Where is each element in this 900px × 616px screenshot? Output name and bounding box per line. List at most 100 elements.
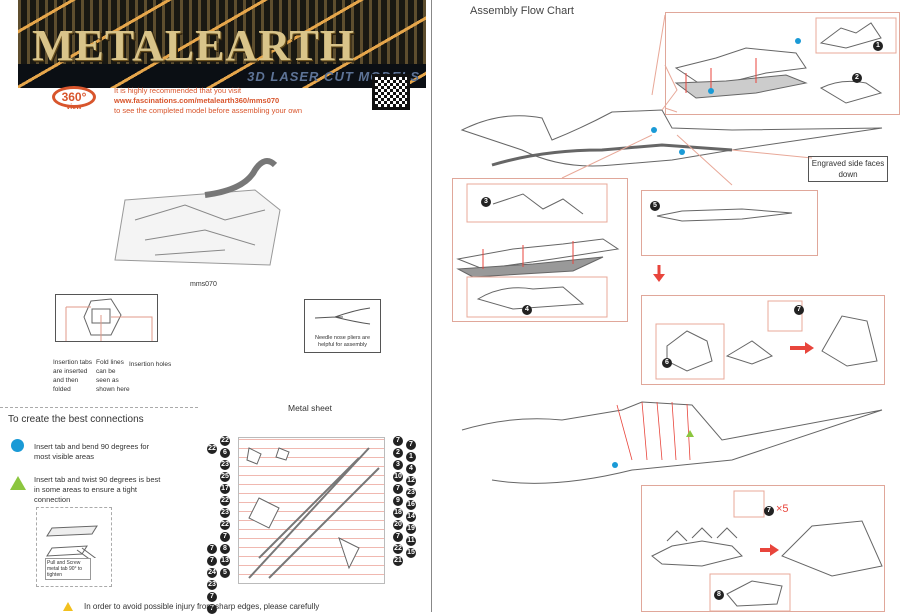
part-number: 15 [406,548,416,558]
part-number: 1 [406,452,416,462]
qr-code[interactable] [372,74,410,110]
part-number: 7 [207,592,217,602]
step-7-8-panel: 7 ×5 8 [641,485,885,612]
metal-sheet-parts [246,447,380,579]
engraved-side-label: Engraved side faces down [808,156,888,182]
page-divider [431,0,432,612]
part-number: 22 [207,444,217,454]
step-number: 7 [794,305,804,315]
flow-chart-title: Assembly Flow Chart [470,5,574,17]
part-number: 21 [393,556,403,566]
metal-sheet-diagram [238,437,385,584]
part-number: 10 [393,472,403,482]
steps-6-7-drawing [655,300,878,380]
part-number: 14 [406,512,416,522]
part-number: 2 [393,448,403,458]
step-6-7-panel: 6 7 [641,295,885,385]
part-number: 22 [220,496,230,506]
metal-sheet-title: Metal sheet [288,403,332,413]
tab-fold-illustration [65,298,153,341]
view-360-number: 360° [52,86,96,108]
steps-1-2-drawing [674,17,897,104]
part-number: 23 [406,488,416,498]
sheet-left-part-numbers: 22 6 23 25 17 22 23 22 7 8 13 5 [220,436,230,580]
tab-diagram [55,294,158,342]
360-view-icon: 360° view [52,86,96,116]
part-number: 23 [220,460,230,470]
part-number: 13 [220,556,230,566]
section-divider [0,407,198,408]
assembly-drawings [460,14,883,484]
step-5-drawing [656,208,793,222]
label-insertion-tabs: Insertion tabs are inserted and then fol… [53,359,93,393]
sheet-right-part-numbers: 7 2 3 10 7 9 18 20 7 22 21 [393,436,403,568]
blue-dot-icon [11,439,24,452]
part-number: 9 [393,496,403,506]
step-number: 5 [650,201,660,211]
part-number: 7 [393,436,403,446]
part-number: 17 [220,484,230,494]
visit-line1: It is highly recommended that you visit [114,86,242,95]
part-number: 7 [220,532,230,542]
part-number: 18 [393,508,403,518]
part-number: 7 [207,544,217,554]
part-number: 5 [220,568,230,578]
step-1-2-panel: 1 2 [665,12,900,115]
step-number: 1 [873,41,883,51]
logo: METALEARTH [32,21,356,70]
model-caption: mms070 [190,281,217,288]
twist-tab-illustration [46,525,103,567]
part-number: 25 [220,472,230,482]
step-number: 6 [662,358,672,368]
bend-instruction: Insert tab and bend 90 degrees for most … [34,442,150,461]
steps-3-4-drawing [456,183,620,318]
part-number: 7 [406,440,416,450]
step-number: 2 [852,73,862,83]
part-number: 20 [393,520,403,530]
label-fold-lines: Fold lines can be seen as shown here [96,359,130,393]
sheet-left-part-numbers-outer: 22 7 7 24 23 7 7 [207,444,217,616]
part-number: 6 [220,448,230,458]
part-number: 3 [393,460,403,470]
part-number: 11 [406,536,416,546]
scorpion-model-image [114,158,281,266]
view-360-label: view [66,104,82,111]
part-number: 22 [393,544,403,554]
multiplier-label: ×5 [776,503,789,515]
pull-screw-diagram: Pull and Screw metal tab 90° to tighten [36,507,112,587]
visit-line3: to see the completed model before assemb… [114,106,303,115]
step-number: 3 [481,197,491,207]
part-number: 19 [406,524,416,534]
part-number: 7 [207,556,217,566]
steps-7-8-drawing [651,490,883,612]
part-number: 7 [393,484,403,494]
part-number: 8 [220,544,230,554]
step-number: 8 [714,590,724,600]
part-number: 16 [406,500,416,510]
sheet-right-part-numbers-outer: 7 1 4 12 23 16 14 19 11 15 [406,440,416,560]
step-3-4-panel: 3 4 [452,178,628,322]
step-5-panel: 5 [641,190,818,256]
part-number: 23 [220,508,230,518]
visit-note: It is highly recommended that you visit … [114,86,302,116]
part-number: 12 [406,476,416,486]
part-number: 22 [220,436,230,446]
banner-stripes [18,0,426,88]
part-number: 4 [406,464,416,474]
visit-url[interactable]: www.fascinations.com/metalearth360/mms07… [114,96,280,105]
part-number: 7 [393,532,403,542]
pliers-note: Needle nose pliers are helpful for assem… [314,335,371,348]
part-number: 24 [207,568,217,578]
part-number: 23 [207,580,217,590]
pliers-icon [314,307,371,325]
warning-text: In order to avoid possible injury from s… [84,602,320,611]
pull-screw-note: Pull and Screw metal tab 90° to tighten [45,558,91,580]
metal-earth-banner: METALEARTH 3D LASER CUT MODELS [18,0,426,88]
label-insertion-holes: Insertion holes [129,361,172,368]
warning-icon [63,602,73,611]
twist-instruction: Insert tab and twist 90 degrees is best … [34,475,161,504]
part-number: 22 [220,520,230,530]
green-triangle-icon [10,476,26,490]
step-number: 4 [522,305,532,315]
step-number: 7 [764,506,774,516]
